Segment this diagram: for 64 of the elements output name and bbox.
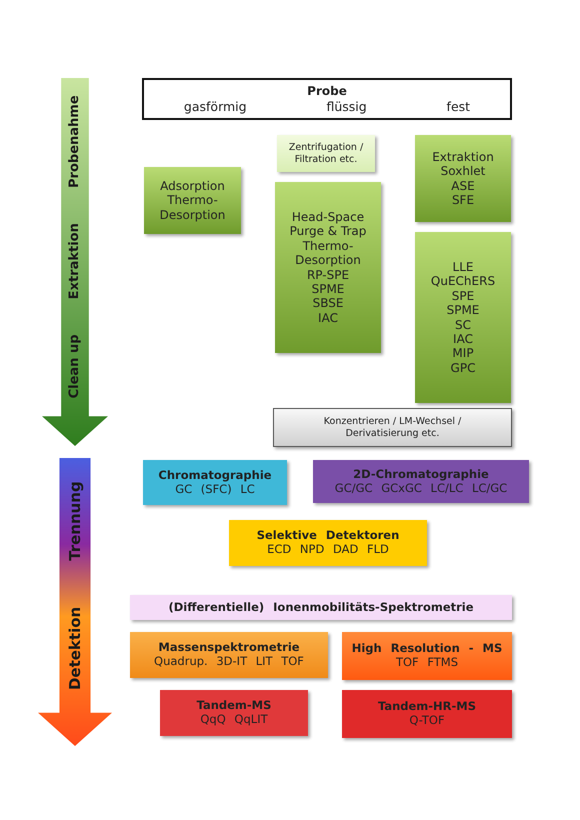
method-list: Q-TOF xyxy=(409,714,445,728)
method-label: GPC xyxy=(450,360,476,376)
box-heading: 2D-Chromatographie xyxy=(353,468,489,482)
technique-box xyxy=(229,520,427,566)
method-label: SPE xyxy=(452,288,474,304)
method-label: SPME xyxy=(446,303,480,318)
method-label: MIP xyxy=(452,346,474,361)
method-label: RP-SPE xyxy=(306,268,350,282)
stage-label: Probenahme xyxy=(67,96,83,188)
method-label: Thermo-Desorption xyxy=(294,238,362,268)
method-list: Quadrup. 3D-IT LIT TOF xyxy=(154,655,304,669)
box-heading: Tandem-MS xyxy=(196,699,272,713)
method-label: SPME xyxy=(312,282,344,296)
method-box xyxy=(415,135,511,222)
stage-label: Trennung xyxy=(66,480,84,561)
method-label: Zentrifugation / Filtration etc. xyxy=(288,142,364,165)
method-label: Konzentrieren / LM-Wechsel / Derivatisierung etc. xyxy=(322,416,462,439)
method-label: IAC xyxy=(318,310,338,326)
technique-box xyxy=(130,632,328,678)
sample-box xyxy=(142,78,512,120)
step-box xyxy=(277,135,375,172)
method-list: QqQ QqLIT xyxy=(200,713,268,727)
method-box xyxy=(144,167,241,234)
method-list: GC (SFC) LC xyxy=(175,482,255,496)
step-box xyxy=(273,408,512,447)
method-label: Head-Space xyxy=(292,210,364,224)
method-label: QuEChERS xyxy=(430,274,496,289)
box-heading: High Resolution - MS xyxy=(352,642,502,656)
box-heading: (Differentielle) Ionenmobilitäts-Spektrometrie xyxy=(168,600,474,614)
method-label: Thermo-Desorption xyxy=(158,193,226,222)
method-label: Adsorption xyxy=(160,178,225,194)
method-label: Soxhlet xyxy=(440,164,486,178)
sample-state-label: fest xyxy=(446,98,470,114)
technique-box xyxy=(342,632,512,680)
method-label: Purge & Trap xyxy=(290,224,366,239)
phase-bar xyxy=(42,78,108,446)
sample-state-label: flüssig xyxy=(326,98,367,114)
technique-box xyxy=(160,690,308,736)
technique-box xyxy=(313,460,529,503)
method-box xyxy=(415,232,511,403)
method-label: SC xyxy=(455,318,471,332)
box-heading: Tandem-HR-MS xyxy=(378,700,476,714)
method-label: IAC xyxy=(453,332,473,346)
method-label: ASE xyxy=(451,178,475,193)
phase-bar xyxy=(38,458,112,746)
box-heading: Selektive Detektoren xyxy=(256,529,400,543)
method-list: TOF FTMS xyxy=(396,656,458,670)
stage-label: Extraktion xyxy=(67,223,83,300)
box-heading: Chromatographie xyxy=(158,468,272,482)
stage-label: Clean up xyxy=(67,334,83,399)
method-box xyxy=(275,182,381,353)
technique-box xyxy=(342,690,512,738)
technique-box xyxy=(143,460,287,505)
method-label: Extraktion xyxy=(432,150,494,164)
sample-state-label: gasförmig xyxy=(184,98,247,114)
box-heading: Massenspektrometrie xyxy=(158,641,300,655)
stage-label: Detektion xyxy=(66,606,84,690)
method-list: ECD NPD DAD FLD xyxy=(267,543,389,557)
method-label: LLE xyxy=(452,260,474,274)
method-label: SFE xyxy=(452,192,474,208)
technique-box xyxy=(130,595,512,620)
heading: Probe xyxy=(307,84,347,99)
method-label: SBSE xyxy=(312,296,344,311)
method-list: GC/GC GCxGC LC/LC LC/GC xyxy=(334,482,508,496)
